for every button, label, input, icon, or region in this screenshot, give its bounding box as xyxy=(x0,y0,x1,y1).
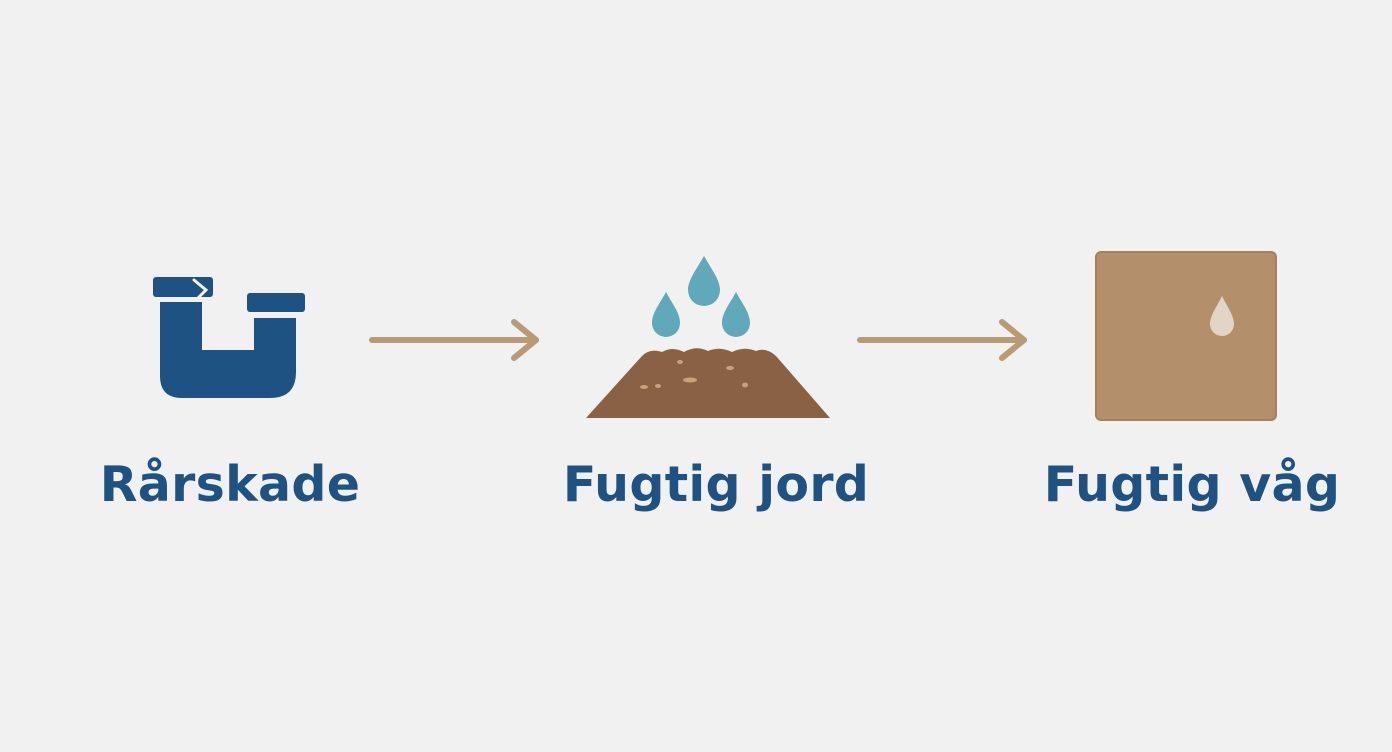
arrow-right-icon xyxy=(369,319,539,361)
arrow-right-icon xyxy=(857,319,1027,361)
step-label-pipe-damage: Rårskade xyxy=(99,456,361,513)
broken-pipe-icon xyxy=(153,277,305,398)
step-label-wet-soil: Fugtig jord xyxy=(562,456,870,513)
step-label-damp-wall: Fugtig våg xyxy=(1043,456,1341,513)
wet-soil-icon xyxy=(586,256,830,418)
damp-wall-icon xyxy=(1095,251,1277,421)
